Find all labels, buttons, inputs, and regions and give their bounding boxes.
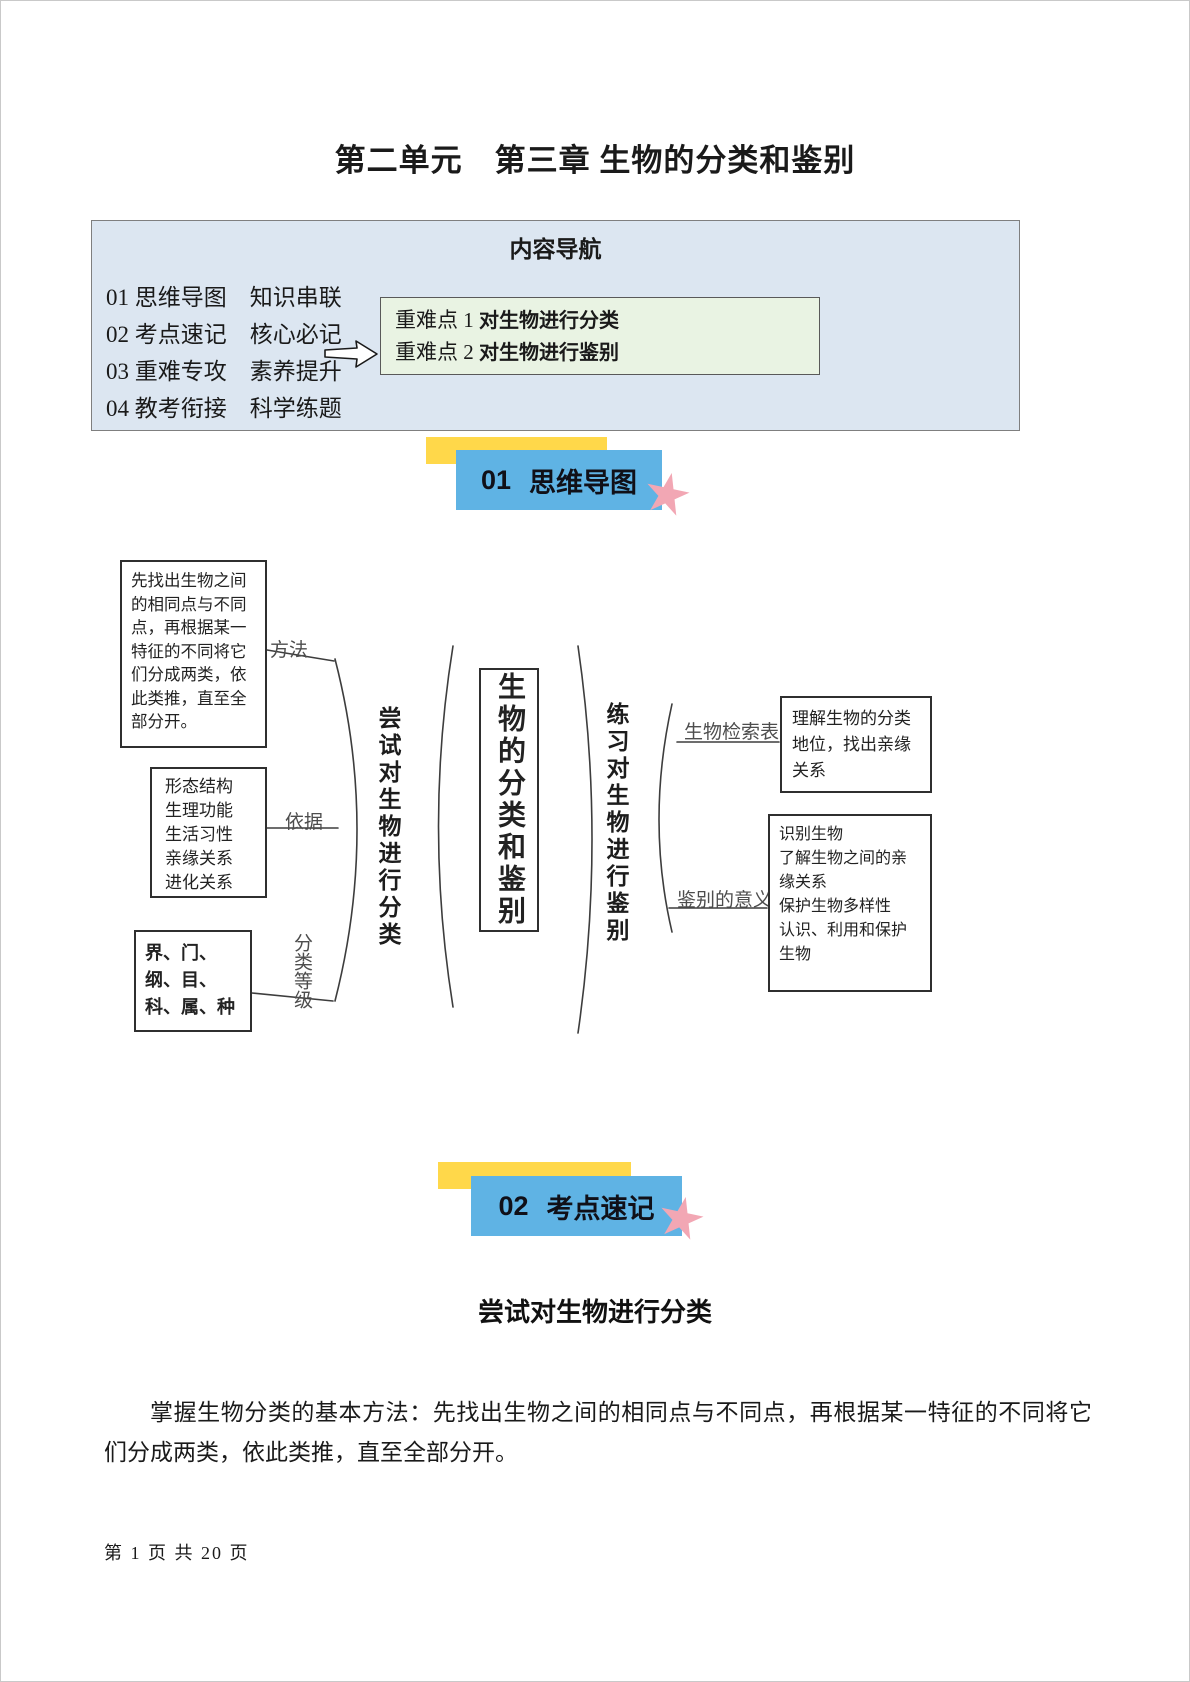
star-icon: ★: [649, 1181, 713, 1256]
method-box: 先找出生物之间的相同点与不同点，再根据某一特征的不同将它们分成两类，依此类推，直…: [120, 560, 267, 748]
brace-right-outer: [658, 703, 673, 933]
nav-item-practice: 04 教考衔接 科学练题: [106, 396, 342, 421]
page-number: 第 1 页 共 20 页: [104, 1543, 250, 1563]
content-subtitle: 尝试对生物进行分类: [477, 1297, 712, 1327]
content-navigation-panel: 内容导航 01 思维导图 知识串联 02 考点速记 核心必记 03 重难专攻 素…: [91, 220, 1020, 431]
section-02-title: 考点速记: [546, 1193, 655, 1224]
label-taxonomy: 分类等级: [291, 933, 312, 1009]
nav-item-difficult: 03 重难专攻 素养提升: [106, 359, 342, 384]
key-point-1: 重难点 1 对生物进行分类: [395, 305, 805, 337]
key-point-1-text: 对生物进行分类: [479, 310, 619, 332]
label-meaning: 鉴别的意义: [677, 890, 773, 911]
basis-box: 形态结构 生理功能 生活习性 亲缘关系 进化关系: [150, 767, 267, 898]
checklist-box: 理解生物的分类地位，找出亲缘关系: [780, 696, 932, 793]
key-points-box: 重难点 1 对生物进行分类 重难点 2 对生物进行鉴别: [380, 297, 820, 375]
nav-item-mindmap: 01 思维导图 知识串联: [106, 285, 342, 310]
label-checklist: 生物检索表: [684, 722, 780, 743]
nav-item-keypoints: 02 考点速记 核心必记: [106, 322, 342, 347]
section-02-title-box: 02 考点速记: [471, 1176, 682, 1236]
content-paragraph: 掌握生物分类的基本方法：先找出生物之间的相同点与不同点，再根据某一特征的不同将它…: [104, 1400, 1092, 1465]
brace-left-outer: [334, 658, 358, 1002]
double-arrow-right-icon: [324, 340, 378, 368]
mindmap-center-node: 生物的分类和鉴别: [479, 668, 539, 932]
nav-title: 内容导航: [509, 237, 602, 262]
label-basis: 依据: [285, 812, 324, 833]
key-point-2-text: 对生物进行鉴别: [479, 342, 619, 364]
brace-right-inner: [577, 645, 593, 1034]
section-02-number: 02: [498, 1190, 529, 1221]
taxonomy-box: 界、门、纲、目、科、属、种: [134, 930, 252, 1032]
brace-left-inner: [437, 645, 454, 1008]
nav-list: 01 思维导图 知识串联 02 考点速记 核心必记 03 重难专攻 素养提升 0…: [106, 279, 342, 427]
key-point-2-prefix: 重难点 2: [395, 340, 479, 364]
key-point-2: 重难点 2 对生物进行鉴别: [395, 337, 805, 369]
star-icon: ★: [635, 457, 699, 532]
meaning-box: 识别生物 了解生物之间的亲缘关系 保护生物多样性 认识、利用和保护生物: [768, 814, 932, 992]
label-method: 方法: [270, 640, 309, 661]
key-point-1-prefix: 重难点 1: [395, 308, 479, 332]
branch-right-title: 练习对生物进行鉴别: [603, 702, 629, 945]
branch-left-title: 尝试对生物进行分类: [375, 706, 401, 949]
section-01-number: 01: [480, 464, 512, 495]
section-01-title: 思维导图: [529, 467, 638, 498]
page-title: 第二单元 第三章 生物的分类和鉴别: [334, 143, 856, 178]
section-01-title-box: 01 思维导图: [456, 450, 662, 510]
